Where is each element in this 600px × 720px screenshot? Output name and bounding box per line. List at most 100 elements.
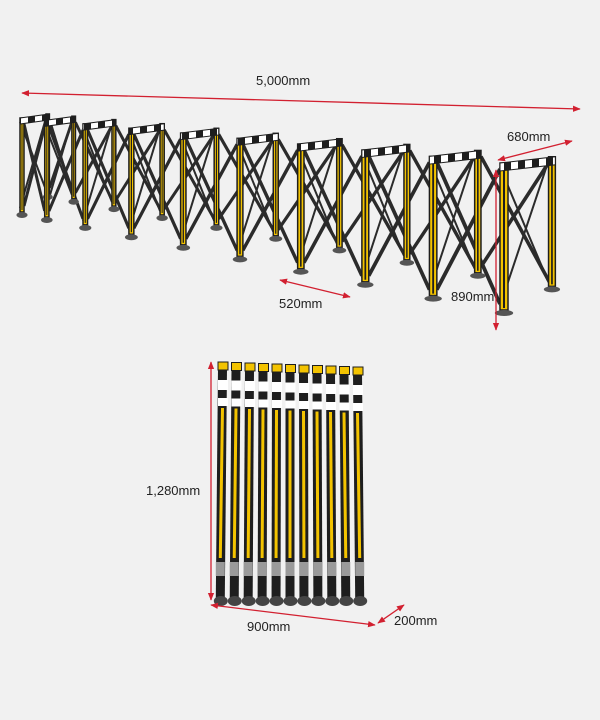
reflective-band	[272, 400, 282, 408]
pole-foot	[227, 596, 242, 606]
pole-cap	[285, 364, 296, 373]
post-foot	[494, 310, 514, 316]
pole-foot	[339, 596, 354, 606]
reflective-band	[272, 382, 282, 392]
pole-foot	[255, 596, 270, 606]
reflective-band	[339, 384, 350, 395]
top-rail	[128, 123, 165, 136]
pole-yellow-stripe	[260, 409, 265, 559]
reflective-band	[258, 399, 269, 408]
reflective-band	[231, 380, 242, 391]
folded-height-label: 1,280mm	[146, 483, 201, 498]
extended-barrier	[16, 113, 561, 316]
pole-foot	[325, 596, 340, 606]
post-foot	[543, 286, 561, 293]
scissor-strut	[162, 133, 216, 210]
post-foot	[124, 234, 138, 241]
reflective-band	[218, 380, 228, 390]
pole-yellow-stripe	[218, 407, 224, 559]
top-rail	[180, 127, 220, 141]
scissor-strut	[241, 149, 300, 252]
pole-cap	[244, 362, 256, 372]
post-foot	[68, 198, 79, 205]
pole-cap	[312, 365, 323, 374]
scissor-strut	[276, 138, 339, 243]
pole-yellow-stripe	[329, 411, 334, 559]
pole-cap	[231, 362, 242, 371]
reflective-band	[299, 383, 309, 393]
top-rail	[236, 132, 279, 146]
bottom-band	[285, 562, 295, 576]
total-length-line	[21, 90, 581, 112]
top-rail	[82, 119, 117, 131]
post-foot	[108, 206, 120, 213]
scissor-strut	[408, 155, 477, 255]
reflective-band	[285, 400, 296, 409]
pole-foot	[353, 596, 368, 606]
pole-yellow-stripe	[342, 412, 348, 559]
pole-cap	[271, 363, 283, 373]
bottom-band	[215, 562, 225, 576]
bottom-band	[271, 562, 281, 576]
scissor-strut	[408, 149, 477, 268]
scissor-strut	[479, 155, 551, 282]
scissor-strut	[479, 161, 551, 268]
post-foot	[269, 235, 283, 242]
top-rail	[361, 143, 411, 159]
bottom-band	[229, 562, 239, 576]
top-rail	[44, 115, 76, 127]
scissor-strut	[340, 149, 406, 243]
reflective-band	[312, 383, 323, 394]
reflective-band	[245, 399, 255, 407]
pole-foot	[269, 596, 284, 606]
post-foot	[470, 272, 486, 279]
pole-foot	[311, 596, 326, 606]
reflective-band	[218, 398, 228, 406]
bottom-band	[257, 562, 267, 576]
scissor-strut	[276, 143, 339, 231]
height-label: 890mm	[451, 289, 495, 304]
scissor-strut	[302, 155, 364, 264]
pole-yellow-stripe	[356, 412, 362, 559]
pole-foot	[297, 596, 312, 606]
reflective-band	[258, 381, 269, 392]
reflective-band	[339, 402, 350, 411]
post-foot	[210, 224, 223, 231]
pole-yellow-stripe	[232, 408, 238, 559]
bottom-band	[341, 562, 351, 576]
reflective-band	[299, 401, 309, 409]
bottom-band	[355, 562, 365, 576]
total-length-label: 5,000mm	[256, 73, 311, 88]
reflective-band	[326, 402, 336, 410]
post-foot	[79, 224, 92, 231]
post-foot	[332, 247, 347, 254]
reflective-band	[353, 403, 363, 411]
post-foot	[16, 212, 28, 218]
folded-barrier	[213, 361, 368, 606]
bottom-band	[299, 562, 309, 576]
post-foot	[232, 256, 248, 263]
folded-width-label: 900mm	[247, 619, 291, 634]
pole-cap	[258, 363, 269, 372]
post-foot	[357, 281, 374, 288]
scissor-strut	[114, 128, 162, 201]
bottom-band	[313, 562, 323, 576]
reflective-band	[312, 401, 323, 410]
pole-cap	[339, 366, 350, 375]
pole-foot	[213, 596, 228, 606]
scissor-strut	[340, 143, 406, 255]
folded-width-line	[210, 602, 376, 628]
dimension-lines	[21, 90, 581, 628]
scissor-strut	[74, 124, 114, 194]
scissor-strut	[132, 138, 183, 229]
pole-cap	[217, 361, 229, 371]
post-foot	[41, 217, 53, 224]
pole-yellow-stripe	[315, 411, 320, 559]
pole-yellow-stripe	[246, 408, 251, 559]
segment-length-line	[279, 278, 351, 299]
folded-depth-line	[377, 604, 405, 624]
reflective-band	[245, 381, 255, 391]
reflective-band	[285, 382, 296, 393]
